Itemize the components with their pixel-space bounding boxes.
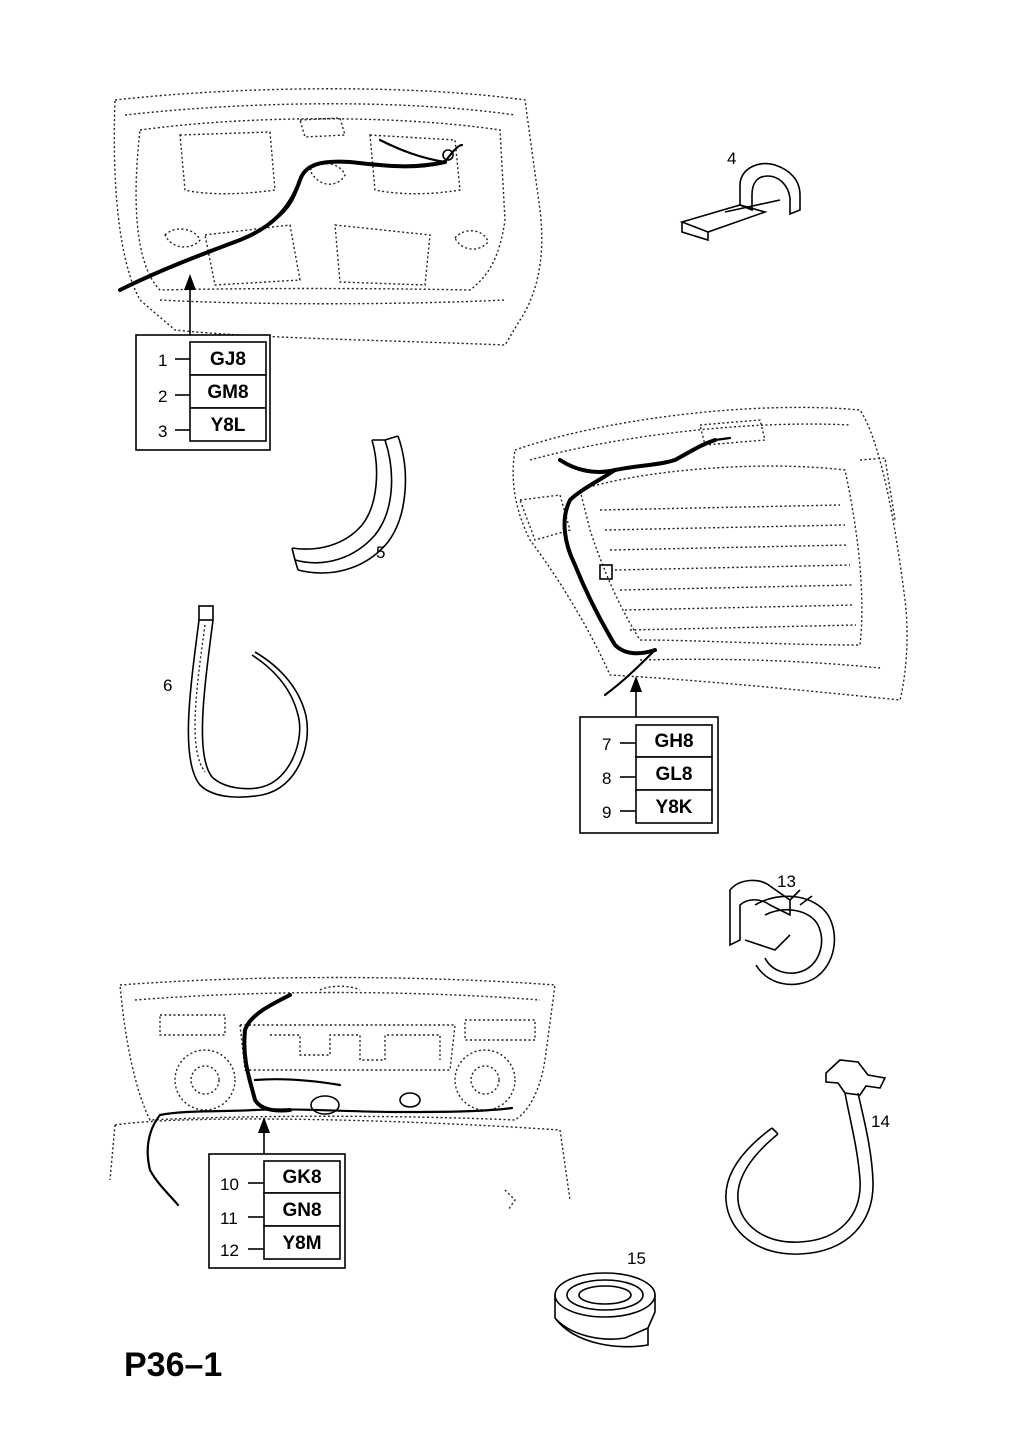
item-number: 8 xyxy=(602,769,611,788)
part-number: 13 xyxy=(777,872,796,891)
code-box-group-2: 7 8 9 GH8 GL8 Y8K xyxy=(579,716,719,834)
part-number: 5 xyxy=(376,543,385,562)
code-box-group-3: 10 11 12 GK8 GN8 Y8M xyxy=(208,1153,346,1269)
part-code: GK8 xyxy=(282,1167,321,1188)
code-box-group-1: 1 2 3 GJ8 GM8 Y8L xyxy=(135,334,271,451)
cable-tie-with-mount-icon: 14 xyxy=(725,1059,890,1255)
part-number: 15 xyxy=(627,1249,646,1268)
part-code: Y8K xyxy=(656,797,693,818)
cable-tie-icon: 6 xyxy=(163,605,309,798)
part-number: 6 xyxy=(163,676,172,695)
part-number: 14 xyxy=(871,1112,890,1131)
item-number: 2 xyxy=(158,387,167,406)
part-code: GJ8 xyxy=(210,349,246,370)
tape-roll-icon: 15 xyxy=(554,1249,656,1348)
part-code: Y8L xyxy=(211,415,246,436)
tailgate-illustration xyxy=(512,406,908,718)
item-number: 7 xyxy=(602,735,611,754)
trunk-lid-lower-illustration xyxy=(109,976,571,1211)
part-number: 4 xyxy=(727,149,736,168)
clip-bracket-icon: 4 xyxy=(679,149,801,242)
item-number: 1 xyxy=(158,351,167,370)
trunk-lid-upper-illustration xyxy=(113,88,543,346)
curved-channel-icon: 5 xyxy=(291,435,407,574)
item-number: 12 xyxy=(220,1241,239,1260)
part-code: Y8M xyxy=(282,1233,321,1254)
part-code: GM8 xyxy=(207,382,248,403)
harness-clip-icon: 13 xyxy=(729,872,836,986)
item-number: 11 xyxy=(220,1209,238,1228)
item-number: 9 xyxy=(602,803,611,822)
part-code: GH8 xyxy=(654,731,693,752)
item-number: 3 xyxy=(158,422,167,441)
page-code: P36–1 xyxy=(124,1346,222,1384)
part-code: GN8 xyxy=(282,1200,321,1221)
part-code: GL8 xyxy=(656,764,693,785)
item-number: 10 xyxy=(220,1175,239,1194)
